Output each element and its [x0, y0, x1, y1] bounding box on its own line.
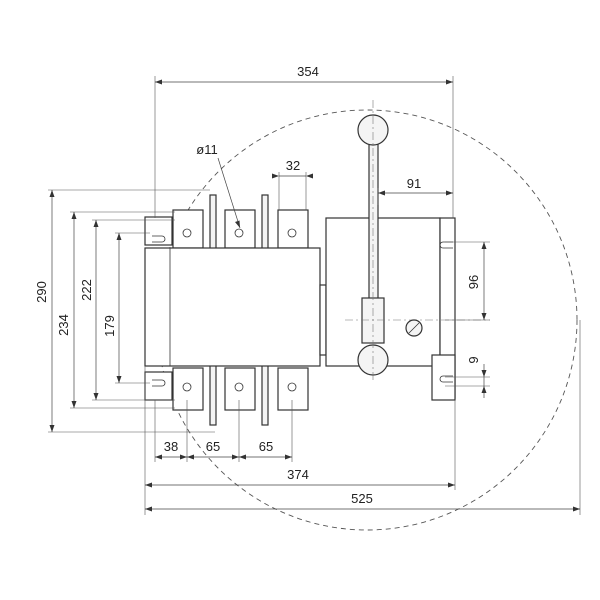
extension-lines: [48, 76, 581, 515]
dim-222-label: 222: [79, 279, 94, 301]
switch-body: [144, 247, 321, 367]
dim-354-label: 354: [297, 64, 319, 79]
dim-179-label: 179: [102, 315, 117, 337]
phi-leader: [217, 157, 241, 229]
dimension-lines: [51, 81, 580, 510]
lock-screw-slot: [408, 322, 420, 334]
left-flange-slot-bottom: [152, 379, 166, 387]
right-bracket-slot-bottom: [439, 375, 453, 383]
right-bracket-foot: [431, 354, 456, 401]
terminal-hole: [287, 382, 297, 392]
dim-9-label: 9: [466, 356, 481, 363]
dim-65a-label: 65: [206, 439, 220, 454]
terminal-hole: [182, 228, 192, 238]
dim-38-label: 38: [164, 439, 178, 454]
dim-32-label: 32: [286, 158, 300, 173]
dim-290-label: 290: [34, 281, 49, 303]
terminal-hole: [287, 228, 297, 238]
dim-374-label: 374: [287, 467, 309, 482]
terminal-hole: [234, 228, 244, 238]
left-flange-slot-top: [152, 235, 166, 243]
left-flange-top: [144, 216, 173, 246]
handle-shaft: [368, 134, 379, 311]
arrowheads: [49, 79, 580, 512]
connector-strip: [319, 284, 327, 356]
terminal-holes: [182, 228, 297, 392]
dim-234-label: 234: [56, 314, 71, 336]
terminal-bottom-2: [224, 367, 256, 411]
terminal-hole: [182, 382, 192, 392]
dim-65b-label: 65: [259, 439, 273, 454]
mechanism-housing: [325, 217, 441, 367]
dim-91-label: 91: [407, 176, 421, 191]
terminal-bottom-1: [172, 367, 204, 411]
terminal-bottom-3: [277, 367, 309, 411]
terminal-hole: [234, 382, 244, 392]
dim-96-label: 96: [466, 275, 481, 289]
phi11-label: ø11: [196, 142, 217, 157]
dim-525-label: 525: [351, 491, 373, 506]
